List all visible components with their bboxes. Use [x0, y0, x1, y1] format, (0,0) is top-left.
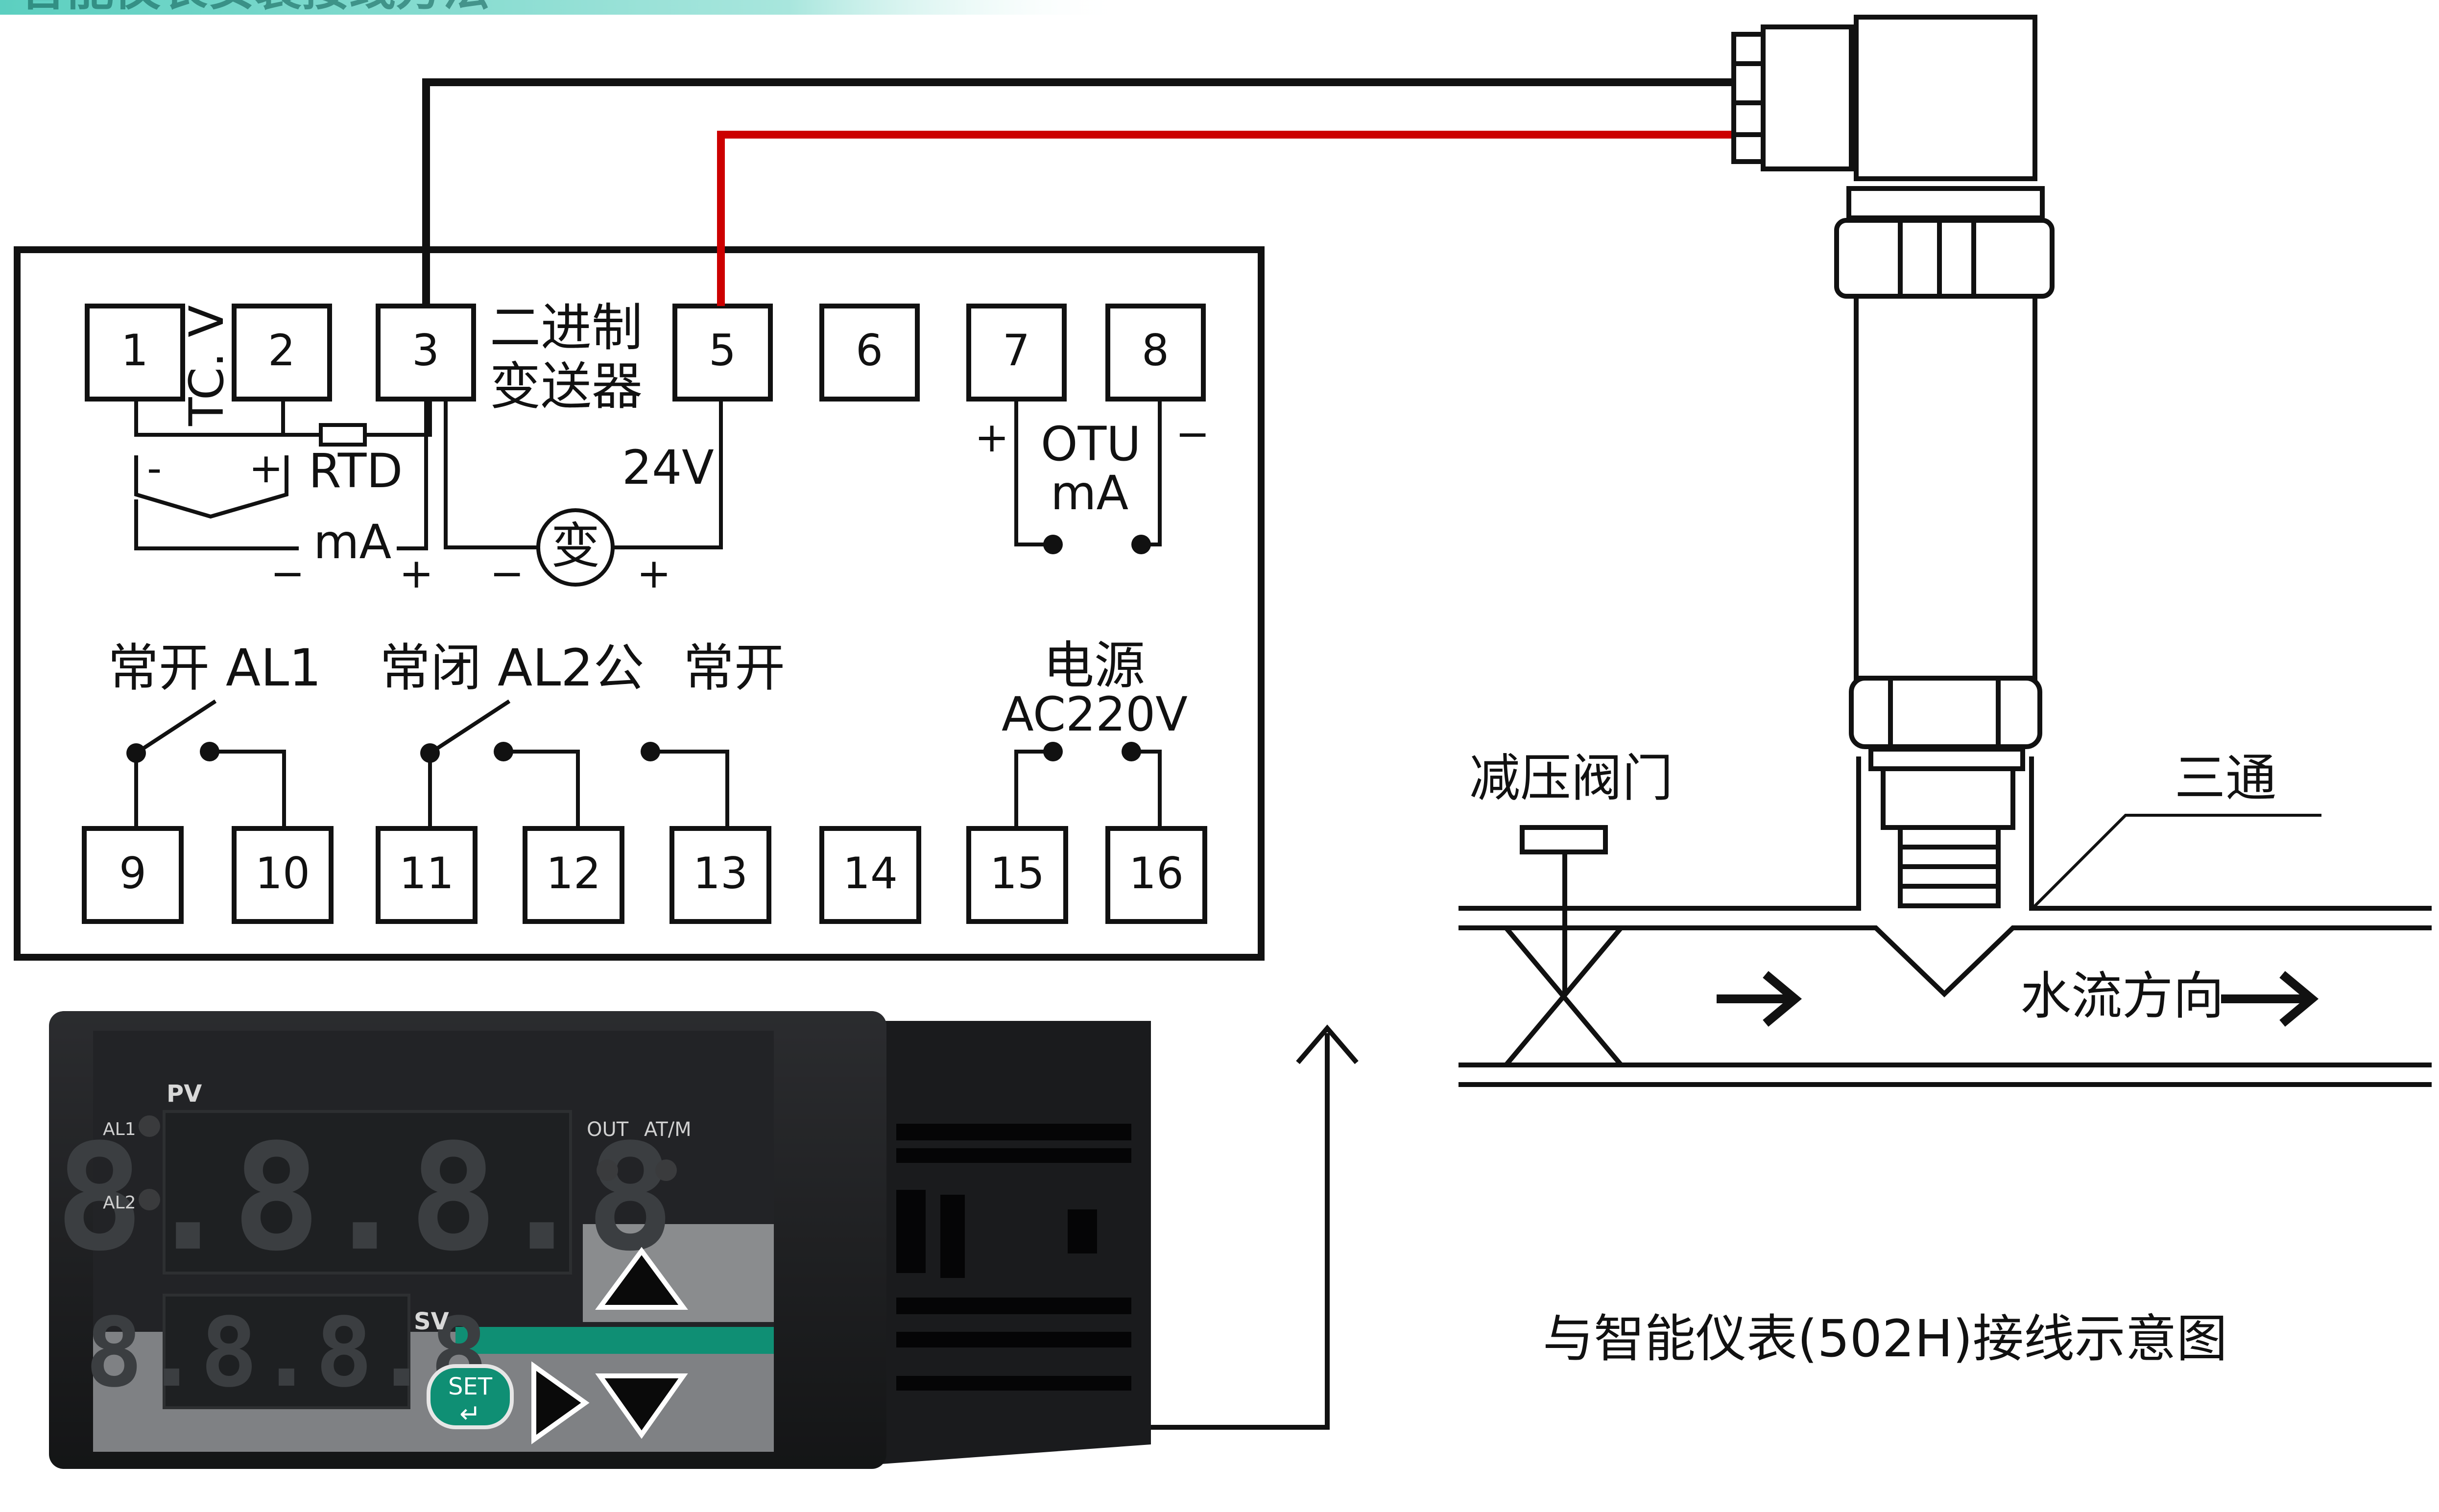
terminal-8	[1105, 304, 1206, 402]
terminal-15-label: 15	[990, 848, 1045, 898]
otu-contact-right	[1131, 535, 1151, 554]
terminal-13-label: 13	[693, 848, 748, 898]
atm-led	[655, 1159, 677, 1181]
pv-label: PV	[167, 1080, 202, 1108]
input-wiring	[134, 399, 723, 550]
transmitter-label-line2: 变送器	[490, 356, 643, 416]
rtd-label: RTD	[309, 444, 403, 498]
terminal-2-label: 2	[268, 325, 295, 376]
pressure-transmitter	[1731, 15, 2055, 908]
terminal-7-label: 7	[1003, 325, 1030, 376]
tee-label: 三通	[2175, 748, 2276, 808]
terminal-9-label: 9	[119, 848, 146, 898]
terminal-9	[82, 826, 184, 924]
out-led	[597, 1159, 618, 1181]
terminal-6	[819, 304, 920, 402]
v24-label: 24V	[622, 440, 714, 495]
ac220-label: AC220V	[1002, 687, 1188, 742]
relay-contact-dots	[126, 742, 1141, 763]
terminal-11-label: 11	[399, 848, 454, 898]
terminal-10-label: 10	[255, 848, 310, 898]
pressure-relief-valve	[1501, 825, 1626, 1067]
controller-502h: 8.8.8.8 8.8.8.8 PV SV AL1 AL2 OUT AT/M	[49, 1011, 1151, 1469]
terminal-12	[523, 826, 624, 924]
terminal-8-label: 8	[1142, 325, 1169, 376]
valve-label: 减压阀门	[1469, 748, 1673, 808]
pipe	[1459, 756, 2432, 1087]
terminal-16	[1105, 826, 1207, 924]
ma-plus-sign: +	[399, 549, 433, 597]
terminal-13	[670, 826, 771, 924]
trans-minus-sign: −	[490, 549, 524, 597]
out-led-label: OUT	[587, 1118, 629, 1141]
otu-contact-left	[1043, 535, 1063, 554]
otu-label: OTU	[1041, 417, 1141, 472]
terminal-block-frame	[14, 246, 1265, 961]
terminal-row-top	[85, 304, 1206, 402]
al1-led	[139, 1115, 160, 1137]
otu-ma-label: mA	[1051, 466, 1128, 520]
terminal-6-label: 6	[856, 325, 883, 376]
ma-minus-sign: −	[270, 549, 305, 597]
header-title: 智能仪表安装接线方法	[20, 0, 490, 16]
al2-led-label: AL2	[103, 1193, 136, 1213]
transmitter-label-line1: 二进制	[490, 298, 643, 357]
terminal-14	[819, 826, 921, 924]
transmitter-symbol: 变	[551, 517, 600, 574]
flow-arrow-left	[1717, 971, 1802, 1027]
otu-minus-sign: −	[1175, 410, 1210, 458]
transmitter-symbol-circle	[536, 508, 615, 587]
wire-black	[422, 78, 1736, 306]
terminal-12-label: 12	[546, 848, 601, 898]
header-strip	[0, 0, 1126, 15]
diagram-caption: 与智能仪表(502H)接线示意图	[1543, 1309, 2227, 1369]
rtd-resistor	[319, 423, 367, 447]
sv-label: SV	[414, 1308, 449, 1335]
tc-v-label: TC. V	[179, 305, 234, 426]
terminal-11	[376, 826, 478, 924]
terminal-row-bottom	[82, 826, 1207, 924]
al1-label: 常开 AL1	[108, 638, 321, 698]
ma-label: mA	[313, 515, 391, 569]
shift-button[interactable]	[531, 1361, 590, 1444]
set-button-label: SET	[448, 1373, 493, 1400]
tc-plus-sign: +	[249, 444, 283, 492]
power-label: 电源	[1043, 636, 1145, 695]
wire-red	[717, 131, 1736, 306]
sv-display: 8.8.8.8	[85, 1297, 488, 1408]
set-button[interactable]: SET ↵	[427, 1364, 514, 1429]
tee-leader-line	[2031, 814, 2321, 910]
terminal-3-label: 3	[412, 325, 439, 376]
al2-led	[139, 1189, 160, 1210]
terminal-16-label: 16	[1129, 848, 1184, 898]
otu-plus-sign: +	[975, 413, 1009, 461]
down-button[interactable]	[595, 1373, 688, 1439]
tc-minus-sign: -	[147, 444, 162, 492]
flow-arrow-right	[2221, 971, 2319, 1027]
al1-led-label: AL1	[103, 1119, 136, 1139]
terminal-5-label: 5	[709, 325, 736, 376]
terminal-14-label: 14	[843, 848, 898, 898]
terminal-1-label: 1	[121, 325, 148, 376]
al2-label: 常闭 AL2公	[380, 638, 644, 698]
trans-plus-sign: +	[637, 549, 671, 597]
link-arrow	[1104, 1024, 1359, 1430]
up-button[interactable]	[595, 1247, 688, 1310]
enter-icon: ↵	[459, 1399, 481, 1429]
flow-direction-label: 水流方向	[2020, 966, 2224, 1026]
no2-label: 常开	[683, 638, 785, 698]
atm-led-label: AT/M	[644, 1118, 692, 1141]
